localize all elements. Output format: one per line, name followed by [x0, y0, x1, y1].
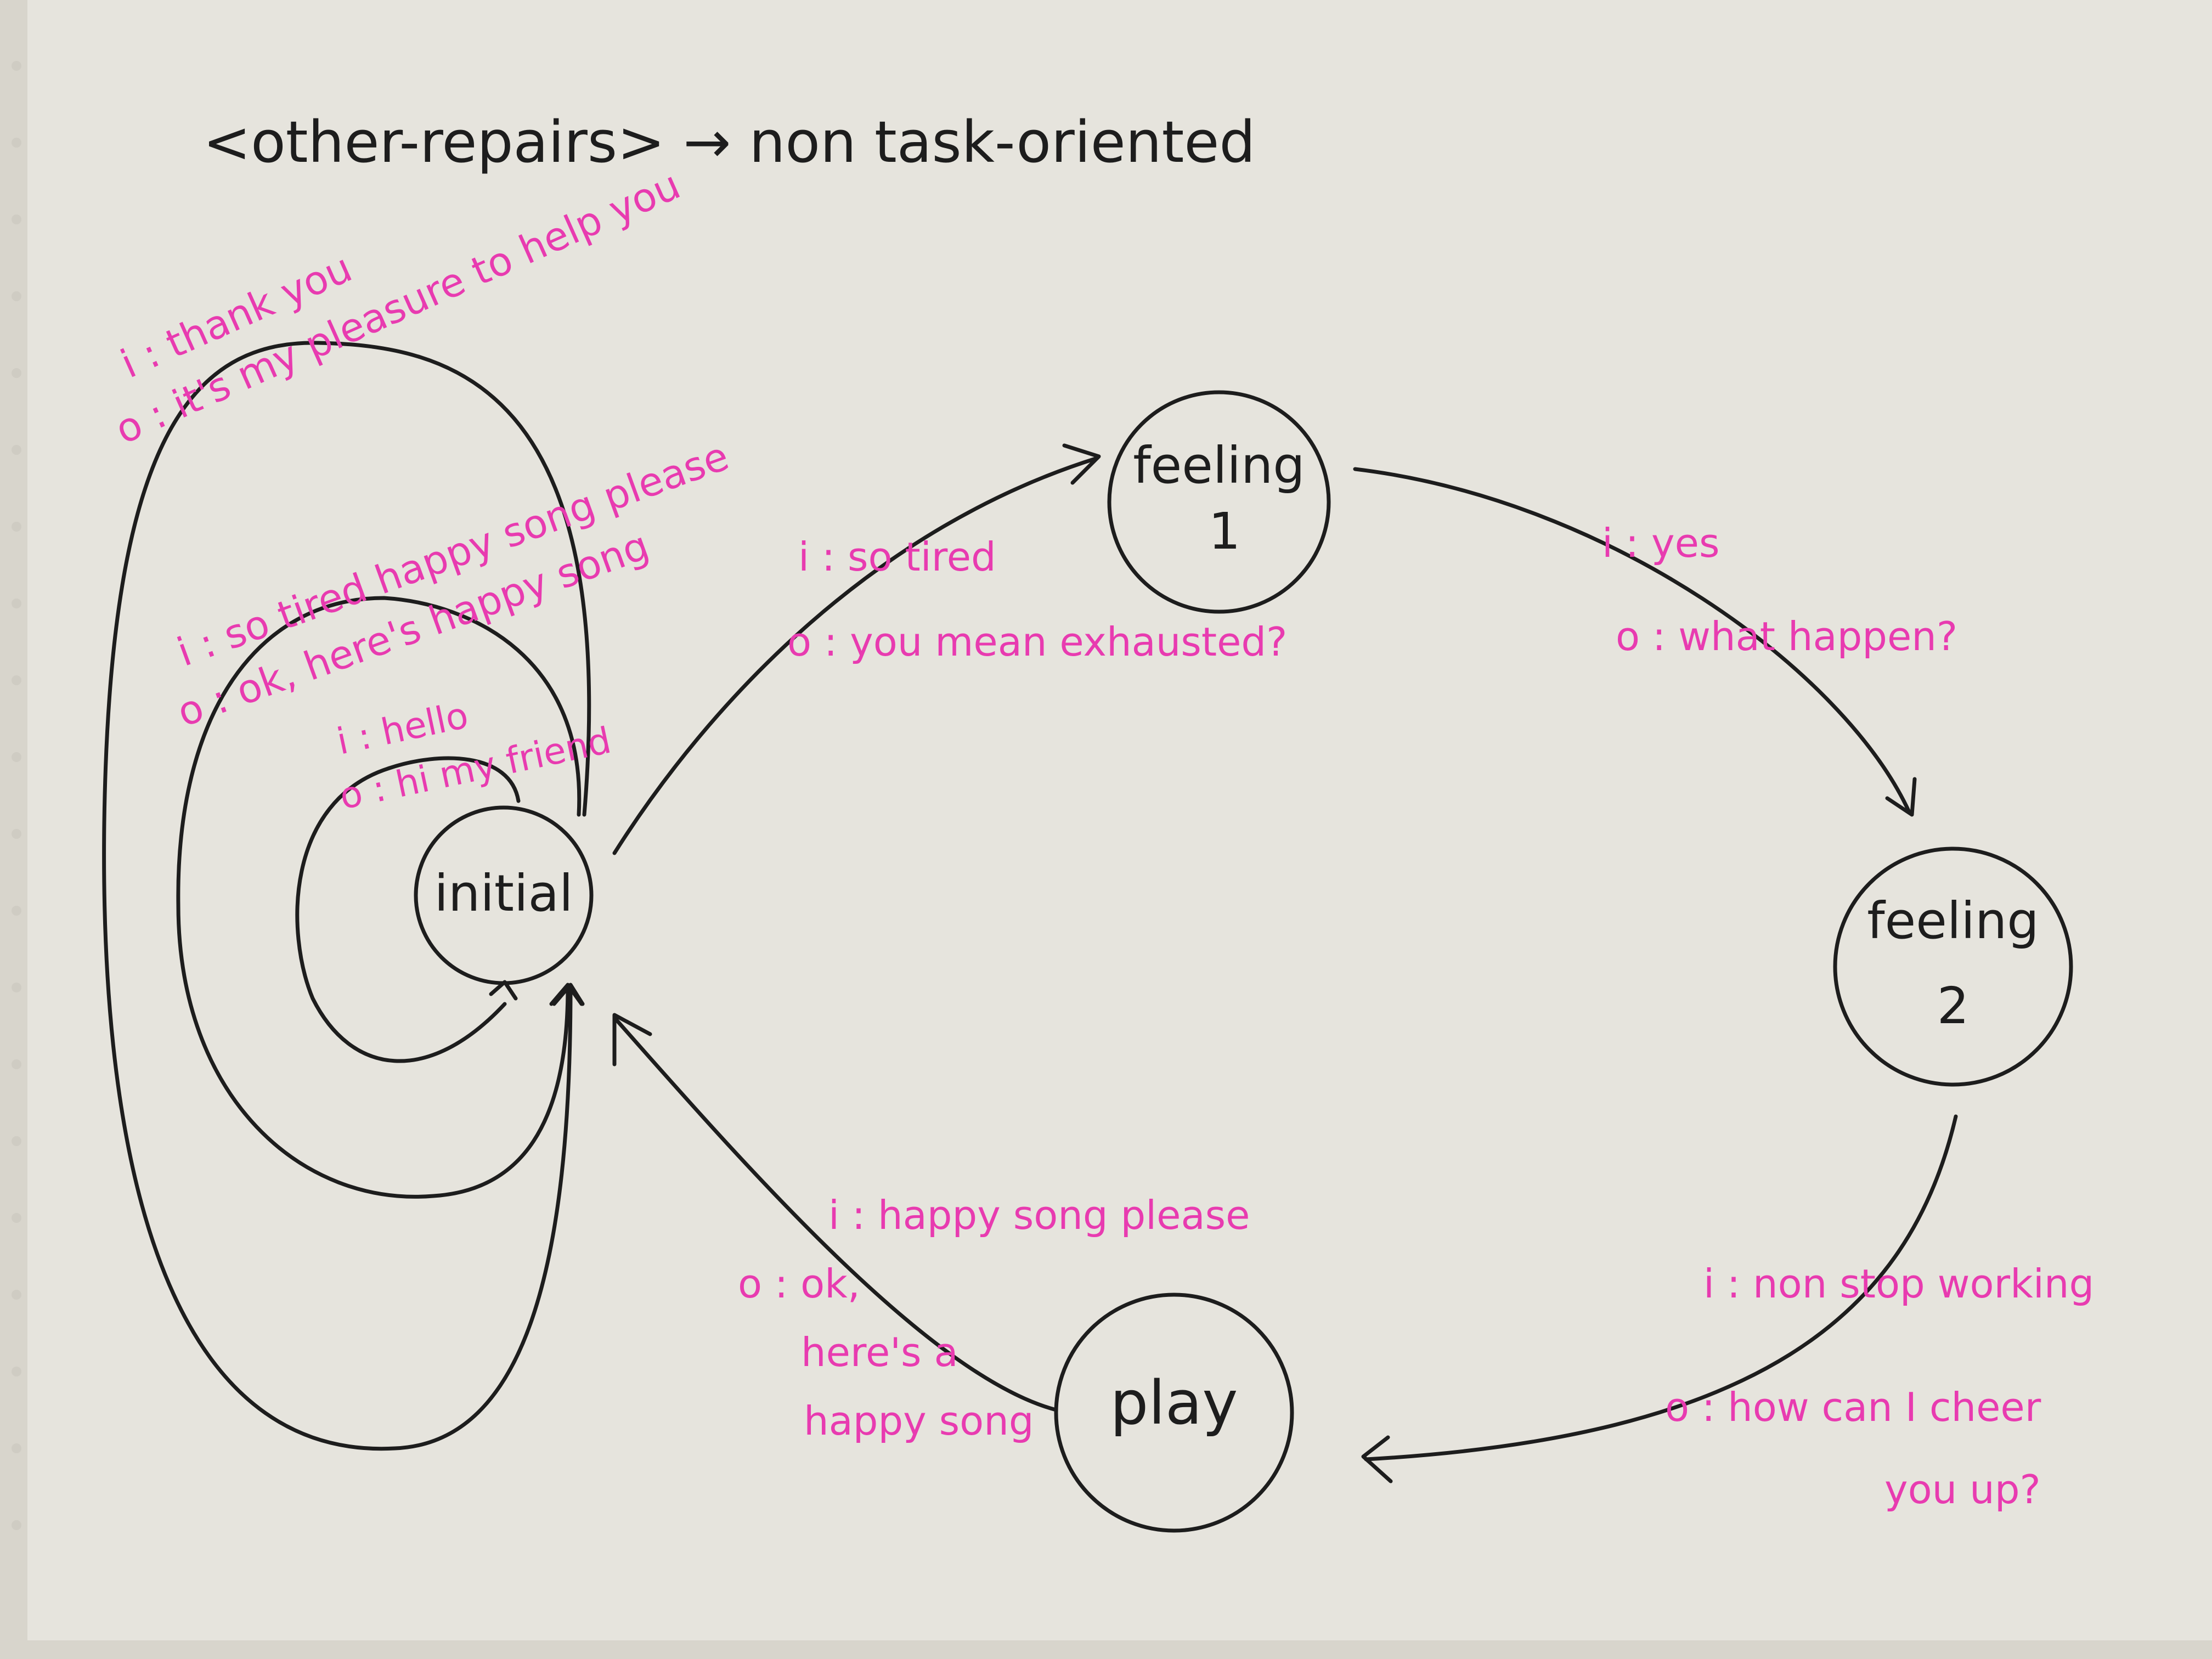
node-play-label: play: [1110, 1368, 1238, 1438]
node-feeling-1-number: 1: [1209, 502, 1241, 561]
transition-output-line-1: o : how can I cheer: [1665, 1384, 2041, 1430]
arrow-head: [489, 980, 518, 1001]
arrow-head: [1062, 443, 1101, 485]
transition-output: o : what happen?: [1616, 613, 1957, 659]
edge-feeling-1-to-feeling-2: [1353, 467, 1917, 817]
node-play: play: [1054, 1293, 1294, 1533]
node-feeling-2-label: feeling: [1867, 891, 2039, 950]
transition-input: i : yes: [1602, 520, 1719, 566]
label-initial-to-feeling-1: i : so tired o : you mean exhausted?: [787, 534, 1287, 665]
self-loop-hello: [295, 756, 521, 1063]
transition-input: i : happy song please: [828, 1192, 1250, 1238]
node-feeling-1-label: feeling: [1133, 436, 1305, 495]
self-loop-thank-you: [102, 341, 591, 1451]
node-play-circle: [1054, 1293, 1294, 1533]
transition-output-line-1: o : ok,: [738, 1261, 860, 1307]
label-feeling-2-to-play: i : non stop working o : how can I cheer…: [1665, 1261, 2094, 1513]
transition-output-line-2: here's a: [801, 1329, 958, 1375]
arrow-head: [1885, 777, 1917, 817]
arrow-head: [612, 1013, 652, 1066]
node-feeling-2: feeling 2: [1833, 847, 2073, 1087]
arrow-head: [1361, 1435, 1393, 1483]
node-feeling-2-number: 2: [1937, 977, 1970, 1035]
transition-output: o : you mean exhausted?: [787, 619, 1287, 665]
arrow-head: [552, 983, 585, 1006]
transition-input: i : so tired: [798, 534, 996, 580]
node-initial-label: initial: [435, 864, 573, 923]
diagram-title: <other-repairs> → non task-oriented: [203, 109, 1255, 176]
notebook-page: [27, 0, 2212, 1640]
node-feeling-1-circle: [1107, 390, 1331, 614]
label-play-to-initial: i : happy song please o : ok, here's a h…: [738, 1192, 1250, 1444]
node-feeling-2-circle: [1833, 847, 2073, 1087]
edge-feeling-2-to-play: [1361, 1114, 1958, 1483]
transition-output-line-3: happy song: [804, 1398, 1034, 1444]
transition-input: i : non stop working: [1703, 1261, 2094, 1307]
node-feeling-1: feeling 1: [1107, 390, 1331, 614]
edge-play-to-initial: [612, 1013, 1058, 1412]
edge-initial-to-feeling-1: [612, 443, 1101, 855]
binding-holes: [12, 61, 21, 1530]
transition-output-line-2: you up?: [1884, 1466, 2041, 1513]
label-feeling-1-to-feeling-2: i : yes o : what happen?: [1602, 520, 1957, 659]
